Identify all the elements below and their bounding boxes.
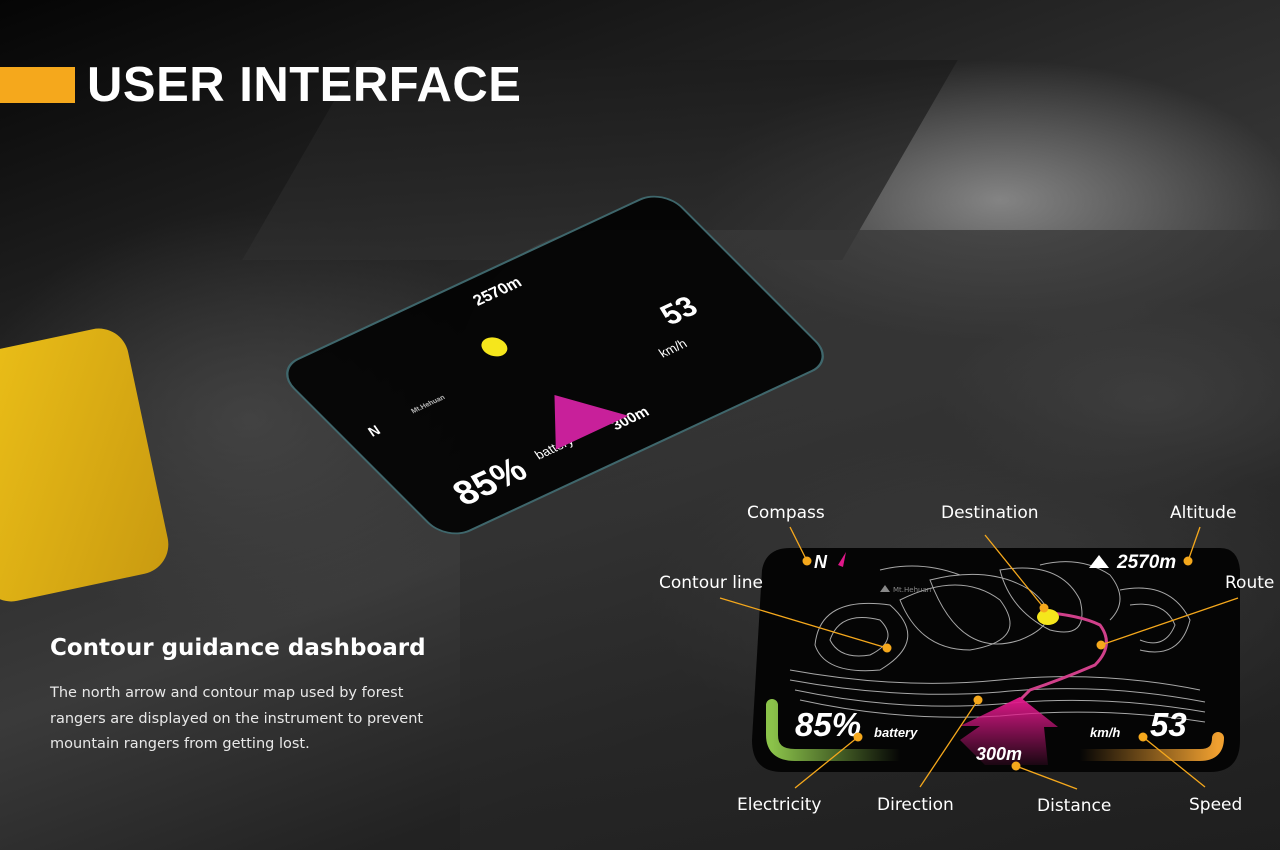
speed-bar: [1074, 732, 1224, 761]
section-heading: Contour guidance dashboard: [50, 635, 426, 661]
title-accent-bar: [0, 67, 75, 103]
speed-unit: km/h: [1090, 725, 1120, 740]
label-electricity: Electricity: [737, 795, 821, 815]
page-title: USER INTERFACE: [87, 58, 522, 112]
battery-value: 85%: [795, 706, 861, 743]
distance-value: 300m: [976, 744, 1022, 764]
label-compass: Compass: [747, 503, 825, 523]
section-description: The north arrow and contour map used by …: [50, 685, 424, 752]
label-speed: Speed: [1189, 795, 1242, 815]
altitude-text: 2570m: [1116, 552, 1176, 573]
mountain-icon: [880, 585, 890, 592]
destination-marker: [1037, 609, 1059, 625]
label-distance: Distance: [1037, 796, 1111, 816]
label-route: Route: [1225, 573, 1274, 593]
label-destination: Destination: [941, 503, 1039, 523]
location-text: Mt.Hehuan: [893, 586, 931, 594]
altitude-mountain-icon: [1089, 555, 1109, 568]
compass-text: N: [814, 552, 828, 572]
speed-value: 53: [1150, 706, 1187, 743]
label-direction: Direction: [877, 795, 954, 815]
route-line: [1018, 610, 1108, 702]
contour-lines: [789, 561, 1206, 723]
label-contour-line: Contour line: [659, 573, 763, 593]
battery-bar: [766, 699, 906, 761]
direction-arrow: [960, 697, 1058, 765]
callout-lines: [719, 526, 1239, 790]
battery-label: battery: [874, 725, 918, 740]
callout-dots: [802, 556, 1193, 771]
compass-arrow-icon: [838, 552, 846, 567]
dashboard-screen: [752, 548, 1240, 772]
label-altitude: Altitude: [1170, 503, 1236, 523]
